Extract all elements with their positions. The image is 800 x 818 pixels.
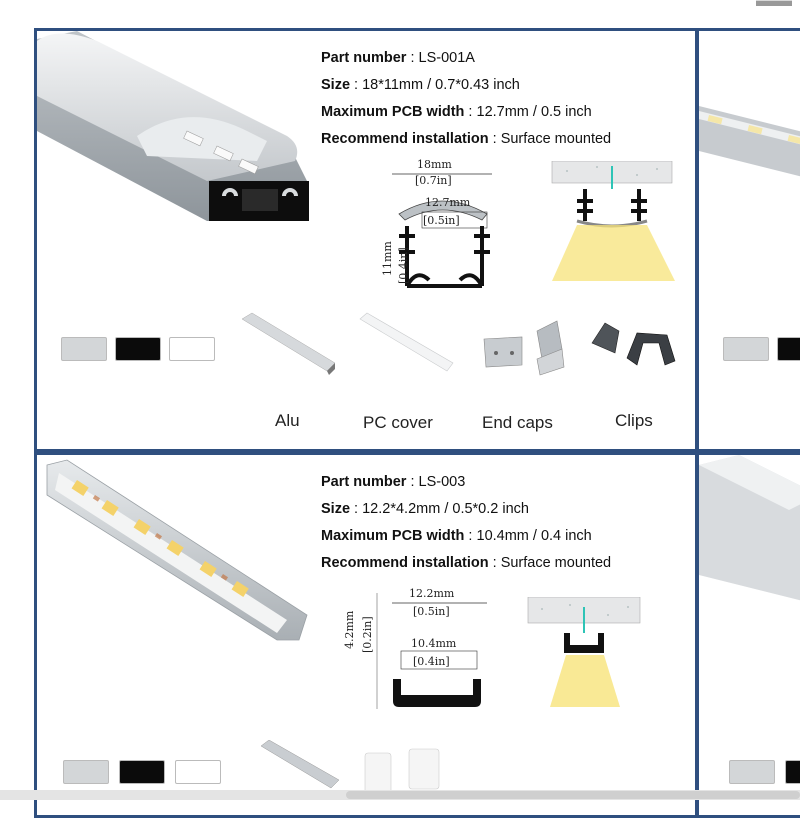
horizontal-scrollbar[interactable] — [0, 790, 800, 800]
swatch-white[interactable] — [169, 337, 215, 361]
alu-image — [260, 740, 339, 789]
spec-size: Size : 12.2*4.2mm / 0.5*0.2 inch — [321, 501, 529, 517]
dim-pcb-mm: 12.7mm — [425, 196, 471, 209]
accessory-label-alu: Alu — [275, 411, 300, 430]
spec-list: Part number : LS-001A Size : 18*11mm / 0… — [321, 45, 611, 153]
dim-pcb-in: [0.4in] — [413, 655, 450, 668]
swatch-silver[interactable] — [61, 337, 107, 361]
dim-width-in: [0.5in] — [413, 605, 450, 618]
dim-width-mm: 12.2mm — [409, 587, 455, 600]
accessory-label-pc-cover: PC cover — [363, 413, 433, 432]
spec-installation: Recommend installation : Surface mounted — [321, 131, 612, 147]
dim-height-mm: 11mm — [381, 241, 394, 276]
product-photo — [46, 459, 308, 641]
swatch-black[interactable] — [119, 760, 165, 784]
swatch-black[interactable] — [115, 337, 161, 361]
product-card-ls-003: Part number : LS-003 Size : 12.2*4.2mm /… — [34, 452, 698, 818]
dim-width-mm: 18mm — [417, 158, 452, 171]
cut-off-text: ▬▬ — [756, 0, 792, 10]
swatch-black[interactable] — [785, 760, 800, 784]
installation-illustration — [527, 597, 641, 707]
dim-width-in: [0.7in] — [415, 174, 452, 187]
dim-height-mm: 4.2mm — [343, 610, 356, 649]
top-bar: ▬▬ — [0, 0, 800, 26]
product-card-edge-bottom — [696, 452, 800, 818]
swatch-white[interactable] — [175, 760, 221, 784]
swatch-silver[interactable] — [729, 760, 775, 784]
dimension-drawing: 12.2mm [0.5in] 10.4mm [0.4in] 4.2mm [0.2… — [343, 587, 487, 709]
end-caps-image — [483, 320, 565, 376]
dim-height-in: [0.4in] — [397, 247, 410, 284]
swatch-silver[interactable] — [723, 337, 769, 361]
dimension-drawing: 18mm [0.7in] 12.7mm [0.5in] 11mm [0.4in] — [381, 158, 492, 288]
dim-pcb-mm: 10.4mm — [411, 637, 457, 650]
product-photo — [699, 455, 800, 601]
installation-illustration — [551, 161, 675, 281]
dim-height-in: [0.2in] — [361, 616, 374, 653]
spec-part-number: Part number : LS-001A — [321, 50, 475, 66]
spec-pcb-width: Maximum PCB width : 10.4mm / 0.4 inch — [321, 528, 592, 544]
product-photo — [699, 106, 800, 177]
scrollbar-thumb[interactable] — [346, 791, 800, 799]
spec-list: Part number : LS-003 Size : 12.2*4.2mm /… — [321, 469, 611, 577]
alu-image — [241, 312, 336, 375]
spec-size: Size : 18*11mm / 0.7*0.43 inch — [321, 77, 520, 93]
product-card-edge-top — [696, 28, 800, 452]
product-card-ls-001a: Part number : LS-001A Size : 18*11mm / 0… — [34, 28, 698, 452]
spec-pcb-width: Maximum PCB width : 12.7mm / 0.5 inch — [321, 104, 592, 120]
end-caps-image — [364, 748, 440, 794]
product-photo — [37, 31, 309, 221]
spec-part-number: Part number : LS-003 — [321, 474, 466, 490]
accessory-label-end-caps: End caps — [482, 413, 553, 432]
dim-pcb-in: [0.5in] — [423, 214, 460, 227]
swatch-black[interactable] — [777, 337, 800, 361]
pc-cover-image — [359, 312, 454, 372]
swatch-silver[interactable] — [63, 760, 109, 784]
accessory-label-clips: Clips — [615, 411, 653, 430]
spec-installation: Recommend installation : Surface mounted — [321, 555, 612, 571]
clips-image — [591, 322, 676, 366]
